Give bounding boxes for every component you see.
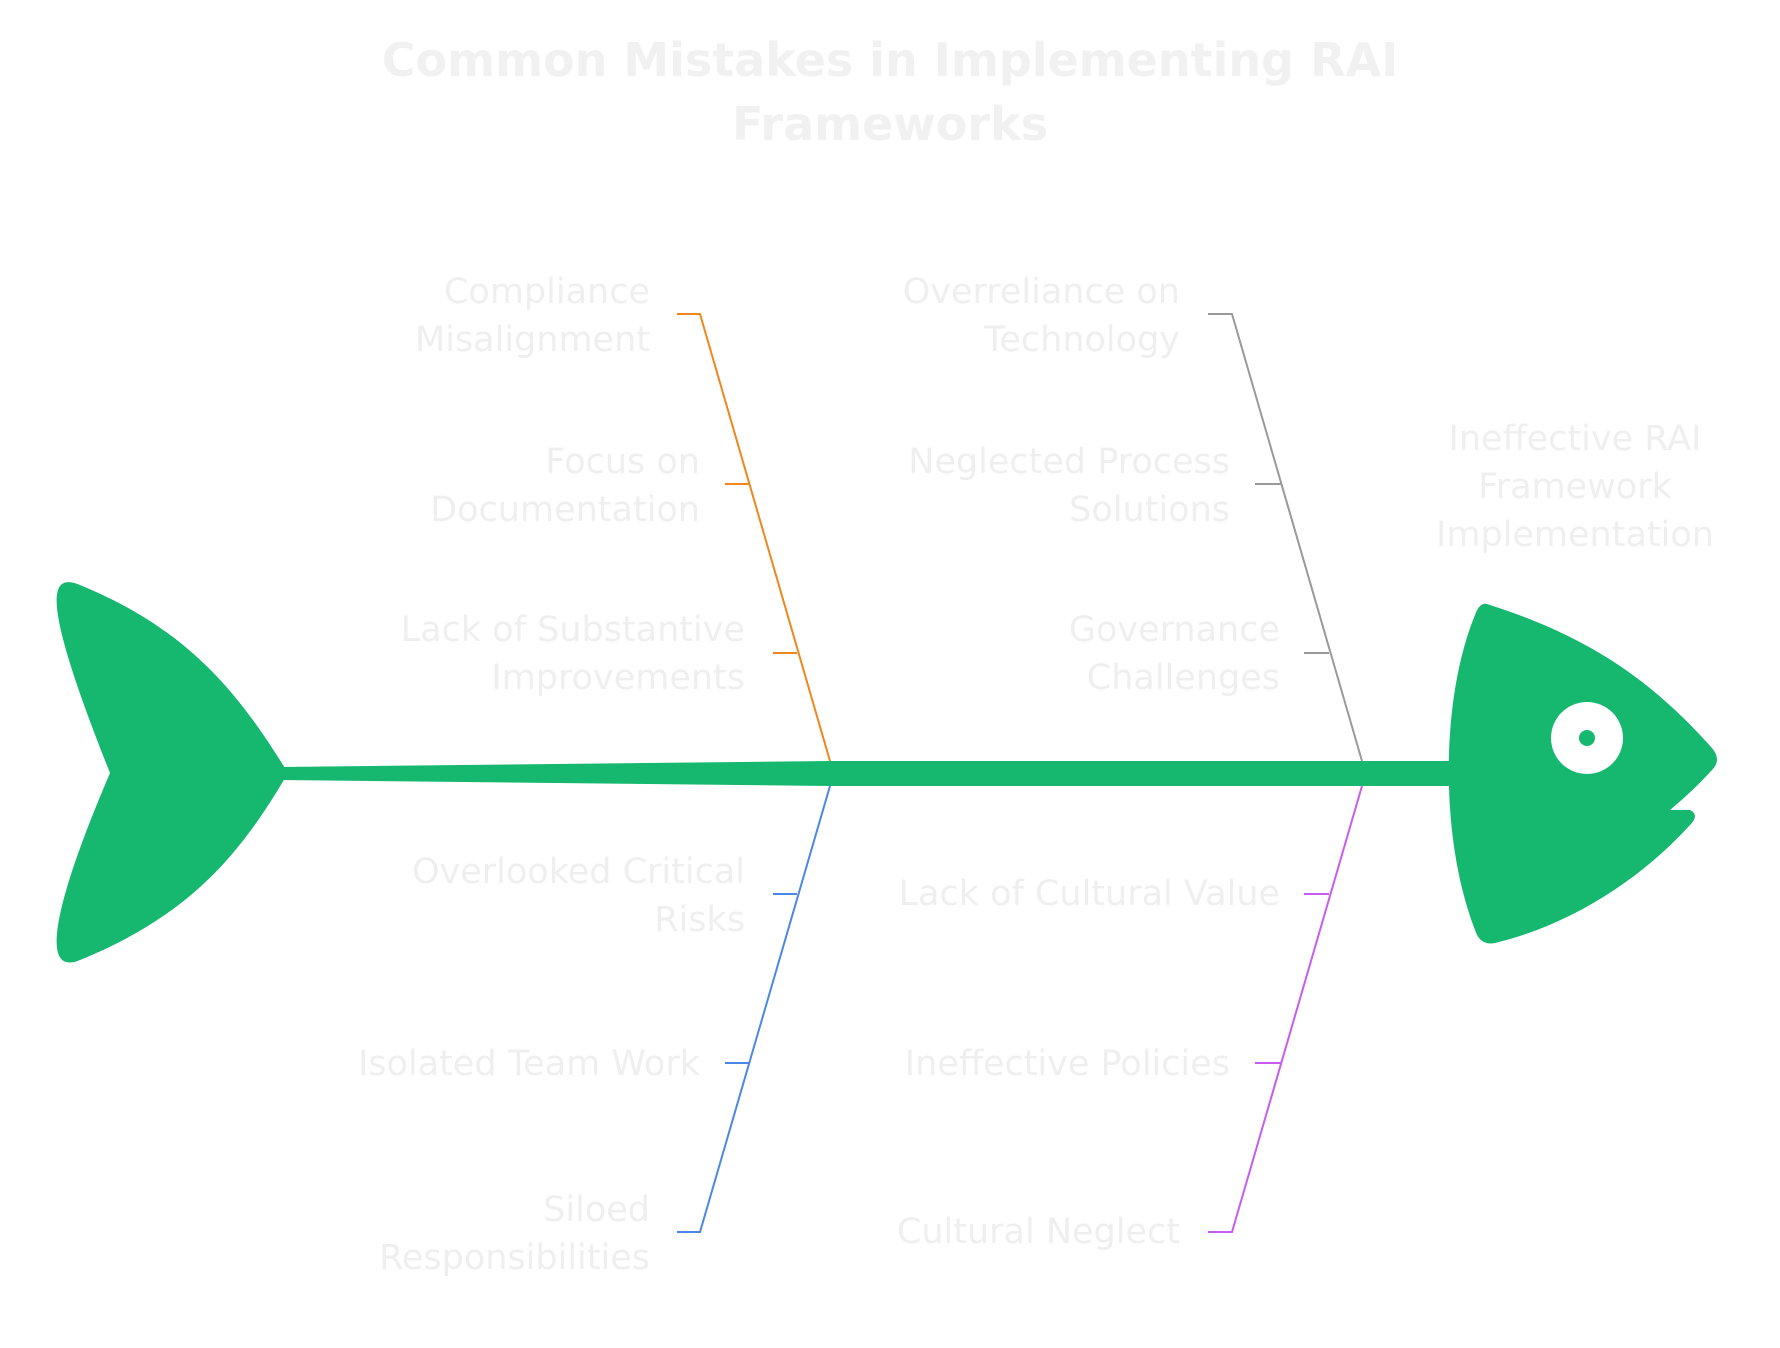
- fish-pupil: [1579, 730, 1595, 746]
- cause-lack-of-substantive-improvements: Lack of Substantive Improvements: [400, 610, 745, 698]
- cause-isolated-team-work: Isolated Team Work: [357, 1044, 700, 1084]
- branch-bottom-right: [1208, 785, 1363, 1233]
- cause-ineffective-policies: Ineffective Policies: [904, 1044, 1230, 1084]
- effect-label: Ineffective RAI Framework Implementation: [1436, 419, 1714, 555]
- fish-spine: [280, 761, 1470, 786]
- diagram-title: Common Mistakes in Implementing RAI Fram…: [381, 33, 1399, 151]
- branch-top-right: [1208, 313, 1363, 762]
- cause-neglected-process-solutions: Neglected Process Solutions: [908, 442, 1230, 530]
- cause-cultural-neglect: Cultural Neglect: [896, 1212, 1180, 1252]
- cause-compliance-misalignment: Compliance Misalignment: [415, 272, 650, 360]
- fish-tail: [56, 582, 288, 963]
- cause-governance-challenges: Governance Challenges: [1068, 610, 1280, 698]
- cause-lack-of-cultural-value: Lack of Cultural Value: [898, 874, 1281, 914]
- cause-overlooked-critical-risks: Overlooked Critical Risks: [411, 852, 745, 940]
- cause-focus-on-documentation: Focus on Documentation: [430, 442, 700, 530]
- branch-bottom-left: [677, 785, 831, 1233]
- branch-top-left: [677, 313, 831, 762]
- cause-overreliance-on-technology: Overreliance on Technology: [902, 272, 1180, 360]
- cause-siloed-responsibilities: Siloed Responsibilities: [379, 1190, 650, 1278]
